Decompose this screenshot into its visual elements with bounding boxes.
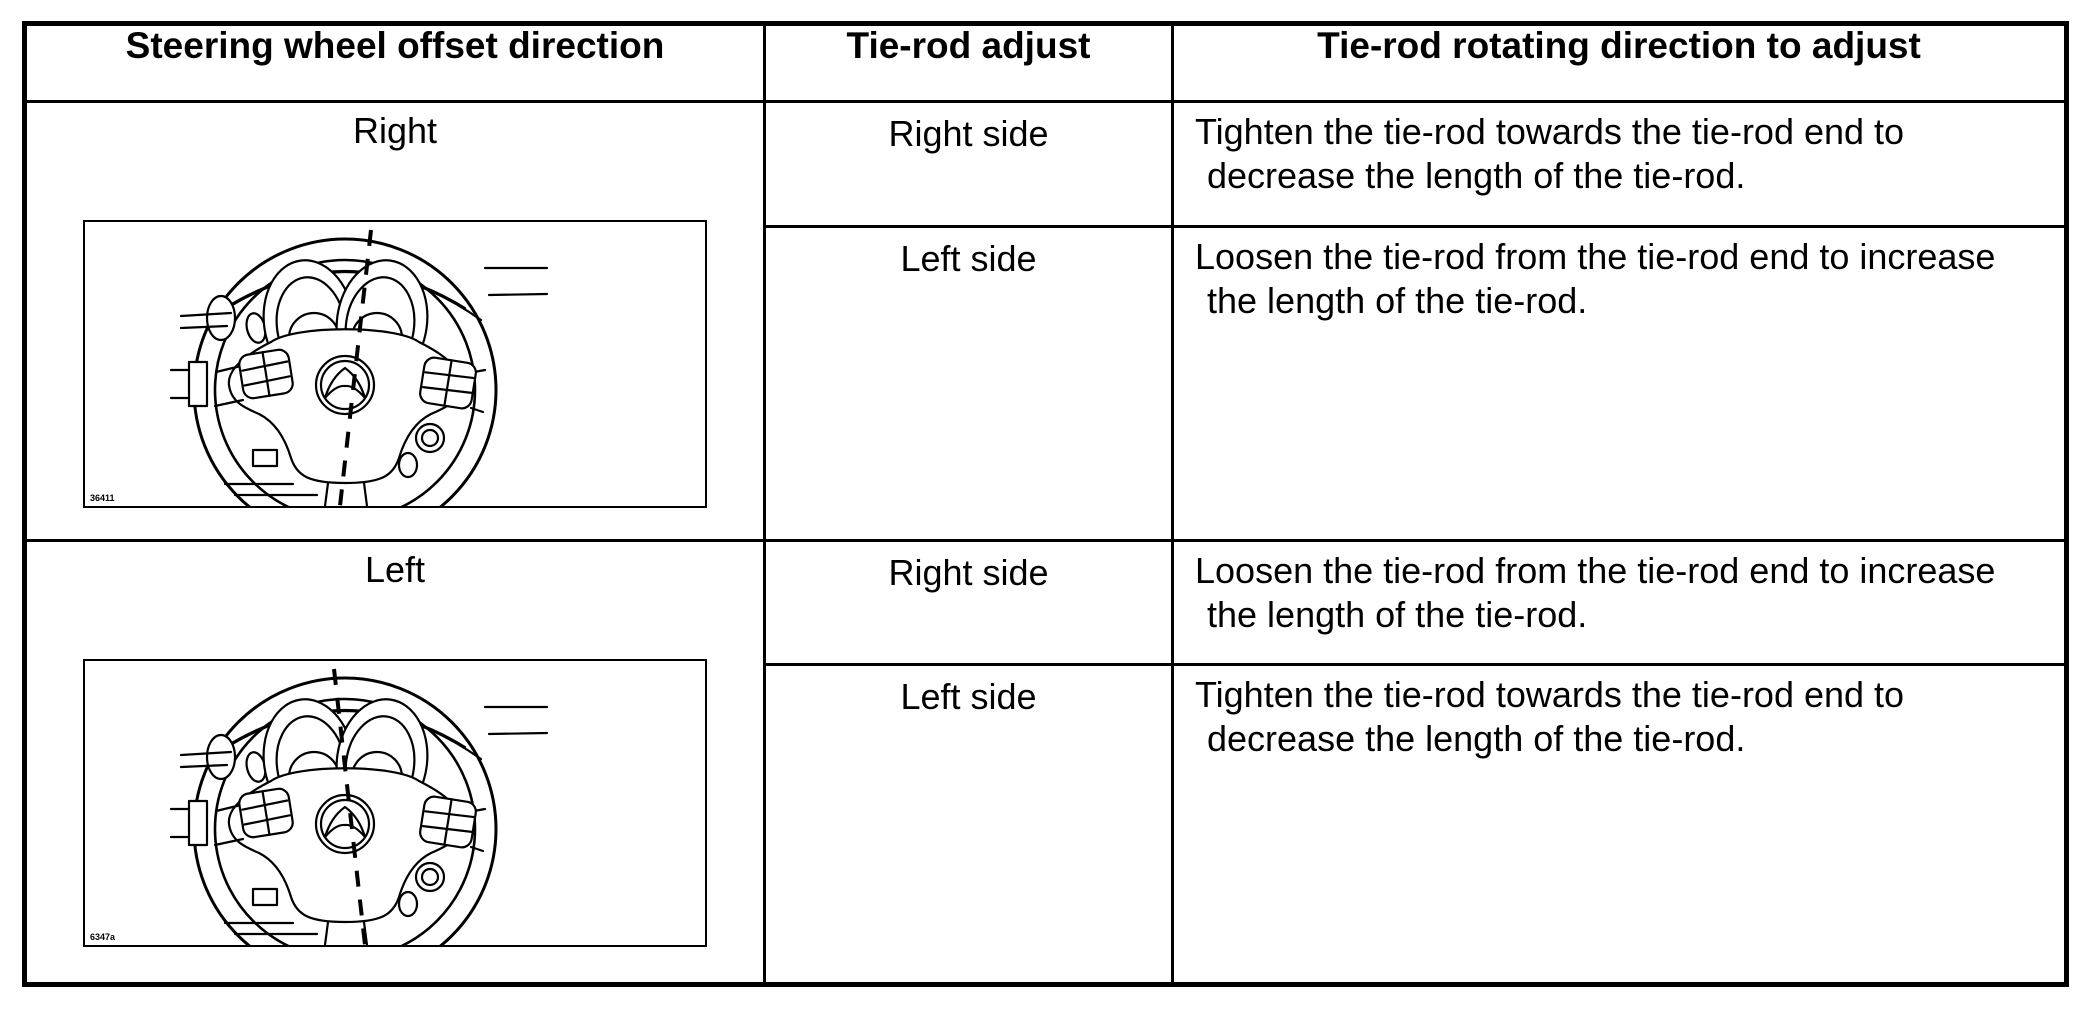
rotating-direction-cell: Tighten the tie-rod towards the tie-rod …	[1171, 100, 2068, 228]
tie-rod-side-cell: Right side	[763, 100, 1174, 228]
steering-wheel-illustration	[85, 222, 705, 506]
figure-code: 6347a	[90, 932, 116, 942]
table-row: Left side Tighten the tie-rod towards th…	[25, 663, 2068, 986]
figure-code: 36411	[90, 493, 115, 503]
steering-wheel-illustration	[85, 661, 705, 945]
header-steering-wheel-offset-direction: Steering wheel offset direction	[23, 22, 766, 103]
tie-rod-side-cell: Right side	[763, 539, 1174, 666]
offset-left-cell: Left	[23, 539, 766, 986]
offset-direction-label: Right	[352, 110, 438, 151]
tie-rod-side-cell: Left side	[763, 663, 1174, 986]
header-row: Steering wheel offset direction Tie-rod …	[23, 22, 2068, 103]
tie-rod-adjustment-table: Steering wheel offset direction Tie-rod …	[22, 21, 2069, 987]
table-row: Right	[23, 100, 2068, 542]
steering-wheel-figure: 36411	[83, 220, 707, 508]
header-tie-rod-adjust: Tie-rod adjust	[763, 22, 1174, 103]
header-tie-rod-rotating-direction: Tie-rod rotating direction to adjust	[1171, 22, 2068, 103]
table-row: Left	[23, 539, 2068, 986]
steering-wheel-figure: 6347a	[83, 659, 707, 947]
manual-page: Steering wheel offset direction Tie-rod …	[22, 21, 2069, 987]
rotating-direction-cell: Loosen the tie-rod from the tie-rod end …	[1171, 225, 2068, 542]
offset-right-cell: Right	[23, 100, 766, 542]
rotating-direction-cell: Tighten the tie-rod towards the tie-rod …	[1171, 663, 2068, 986]
offset-direction-label: Left	[364, 549, 426, 590]
rotating-direction-cell: Loosen the tie-rod from the tie-rod end …	[1171, 539, 2068, 666]
table-row: Left side Loosen the tie-rod from the ti…	[25, 225, 2068, 542]
tie-rod-side-cell: Left side	[763, 225, 1174, 542]
